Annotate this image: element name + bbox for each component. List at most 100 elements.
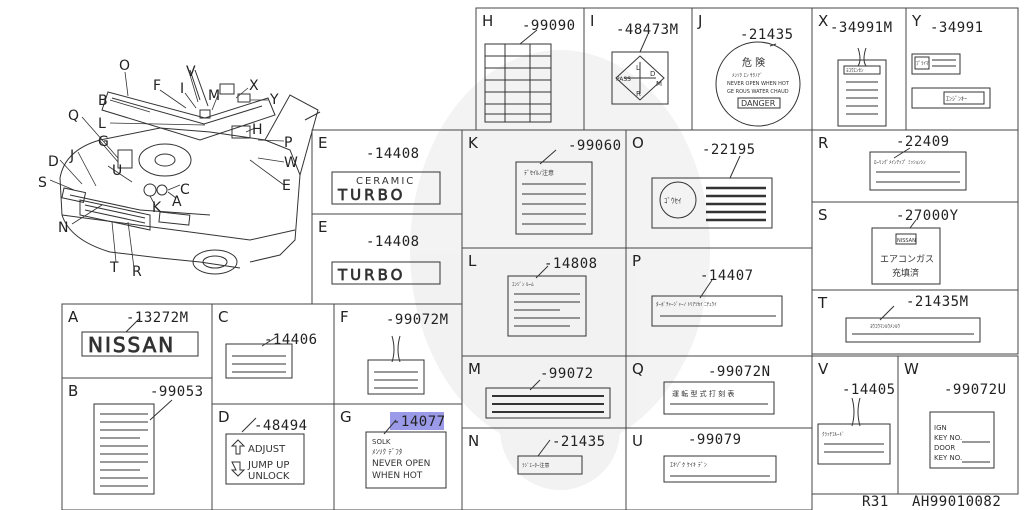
label-q-art: 運 転 型 式 打 刻 表 [663, 381, 775, 415]
part-number-b: -99053 [150, 384, 204, 400]
label-j-line2: NEVER OPEN WHEN HOT [727, 81, 790, 87]
label-y-tag2: ｴﾝｼﾞﾝｷｰ [946, 96, 967, 103]
label-t-art: ﾖｳｺｳﾏﾝﾙｳﾒﾝﾙｳ [845, 305, 981, 343]
car-callout-g: G [98, 134, 109, 150]
part-number-d: -48494 [254, 418, 308, 434]
label-i-r: R [636, 90, 641, 98]
label-d-line2: JUMP UP [247, 460, 289, 471]
cell-letter-t: T [817, 294, 828, 312]
cell-letter-g: G [340, 408, 352, 426]
car-callout-u: U [112, 163, 122, 179]
car-callout-m: M [208, 88, 220, 104]
cell-letter-o: O [632, 134, 644, 152]
label-l-text: ｴﾝｼﾞﾝ ﾙｰﾑ [512, 281, 534, 288]
label-s-logo: NISSAN [897, 238, 916, 244]
label-s-line2: 充填済 [892, 267, 919, 279]
label-n-text: ﾗｼﾞｴｰﾀｰ注意 [522, 462, 550, 469]
cell-letter-q: Q [632, 360, 644, 378]
cell-letter-r: R [818, 134, 828, 152]
label-d-line3: UNLOCK [248, 471, 290, 482]
car-callout-a: A [172, 194, 182, 210]
car-callout-s: S [38, 175, 47, 191]
part-number-k: -99060 [568, 138, 622, 154]
cell-letter-e2: E [318, 218, 327, 236]
label-w-line3: DOOR [934, 444, 955, 452]
label-n-art: ﾗｼﾞｴｰﾀｰ注意 [517, 439, 583, 475]
label-l-art: ｴﾝｼﾞﾝ ﾙｰﾑ [507, 265, 587, 337]
cell-letter-c: C [218, 308, 228, 326]
cell-letter-a: A [68, 308, 79, 326]
label-v-text: ｸﾗｯﾁﾌﾙｰﾄﾞ [822, 431, 845, 438]
label-y-tag1: ﾌﾟﾗｲﾏ [916, 60, 929, 67]
car-callout-o: O [119, 58, 130, 74]
label-b-art [93, 399, 173, 495]
cell-letter-y: Y [911, 12, 922, 30]
label-i-l: L [636, 64, 640, 72]
label-e2-turbo: TURBO [337, 266, 405, 284]
label-i-art: L PASS D R M [611, 33, 669, 105]
label-u-art: ｴｷｿﾞｸ ｹｲｷ ﾃﾞﾝ [663, 455, 777, 483]
car-callout-e: E [282, 178, 291, 194]
car-callout-l: L [98, 116, 106, 132]
car-callouts: O F V X I M Y B L Q H P G W D J U C S K … [38, 58, 298, 280]
label-g-line4: WHEN HOT [372, 471, 423, 481]
car-callout-y: Y [269, 92, 279, 108]
label-k-title: ﾃﾞｾｲﾙﾉ注意 [524, 169, 554, 177]
background-watermark [410, 50, 710, 490]
label-q-text: 運 転 型 式 打 刻 表 [672, 389, 734, 398]
cell-frame-w [897, 355, 1019, 495]
label-p-text: ﾀｰﾎﾞﾁｬｰｼﾞｬｰﾉ ﾄﾘｱﾂｶｲ ﾆﾁｭｳｲ [656, 301, 717, 308]
label-a-art: NISSAN [81, 317, 199, 357]
part-number-t: -21435M [906, 294, 969, 310]
part-number-y: -34991 [930, 20, 984, 36]
cell-letter-p: P [632, 252, 641, 270]
part-number-v: -14405 [842, 382, 896, 398]
label-c-art [225, 335, 293, 379]
cell-letter-x: X [818, 12, 828, 30]
car-callout-q: Q [68, 108, 79, 124]
part-number-j: -21435 [740, 27, 794, 43]
label-g-line2: ﾒﾝｿｸ ﾃﾞﾌﾀ [372, 448, 403, 456]
car-callout-f: F [153, 78, 161, 94]
label-f-art [367, 335, 425, 395]
label-h-art [484, 29, 552, 123]
cell-frame-c [211, 303, 335, 405]
label-j-danger: DANGER [741, 99, 776, 108]
cell-letter-e1: E [318, 134, 327, 152]
part-number-e2: -14408 [366, 234, 420, 250]
part-number-l: -14808 [544, 256, 598, 272]
label-e2-art: TURBO [331, 261, 441, 285]
part-number-p: -14407 [700, 268, 754, 284]
part-number-x: -34991M [830, 20, 893, 36]
label-g-line1: SOLK [372, 438, 391, 446]
label-o-seal: ｺﾞｳｾｲ [664, 197, 682, 205]
label-i-m: M [656, 80, 662, 88]
label-g-art: SOLK ﾒﾝｿｸ ﾃﾞﾌﾀ NEVER OPEN WHEN HOT [365, 419, 447, 489]
car-callout-c: C [180, 182, 190, 198]
label-e1-ceramic: CERAMIC [356, 176, 415, 187]
label-k-art: ﾃﾞｾｲﾙﾉ注意 [515, 149, 593, 235]
cell-letter-k: K [468, 134, 479, 152]
part-number-a: -13272M [126, 310, 189, 326]
label-t-text: ﾖｳｺｳﾏﾝﾙｳﾒﾝﾙｳ [870, 324, 901, 330]
label-j-title: 危 険 [742, 57, 765, 69]
grid-frames [61, 7, 1019, 510]
label-w-art: IGN KEY NO. DOOR KEY NO. [929, 411, 995, 469]
cell-letter-l: L [468, 252, 477, 270]
footer-model: R31 [862, 494, 889, 510]
part-number-highlight [390, 412, 444, 430]
cell-frame-u [625, 427, 813, 510]
part-number-w: -99072U [944, 382, 1007, 398]
label-w-line1: IGN [934, 424, 947, 432]
car-callout-t: T [109, 260, 119, 276]
part-number-h: -99090 [522, 18, 576, 34]
part-number-u: -99079 [688, 432, 742, 448]
part-number-s: -27000Y [896, 208, 959, 224]
part-number-q: -99072N [708, 364, 771, 380]
cell-letter-f: F [340, 308, 349, 326]
label-x-art: ﾖｺｳｴﾝｾﾝ [837, 47, 887, 127]
car-callout-p: P [284, 135, 292, 151]
label-o-art: ｺﾞｳｾｲ [651, 155, 773, 229]
cell-letter-h: H [482, 12, 493, 30]
part-number-i: -48473M [616, 22, 679, 38]
